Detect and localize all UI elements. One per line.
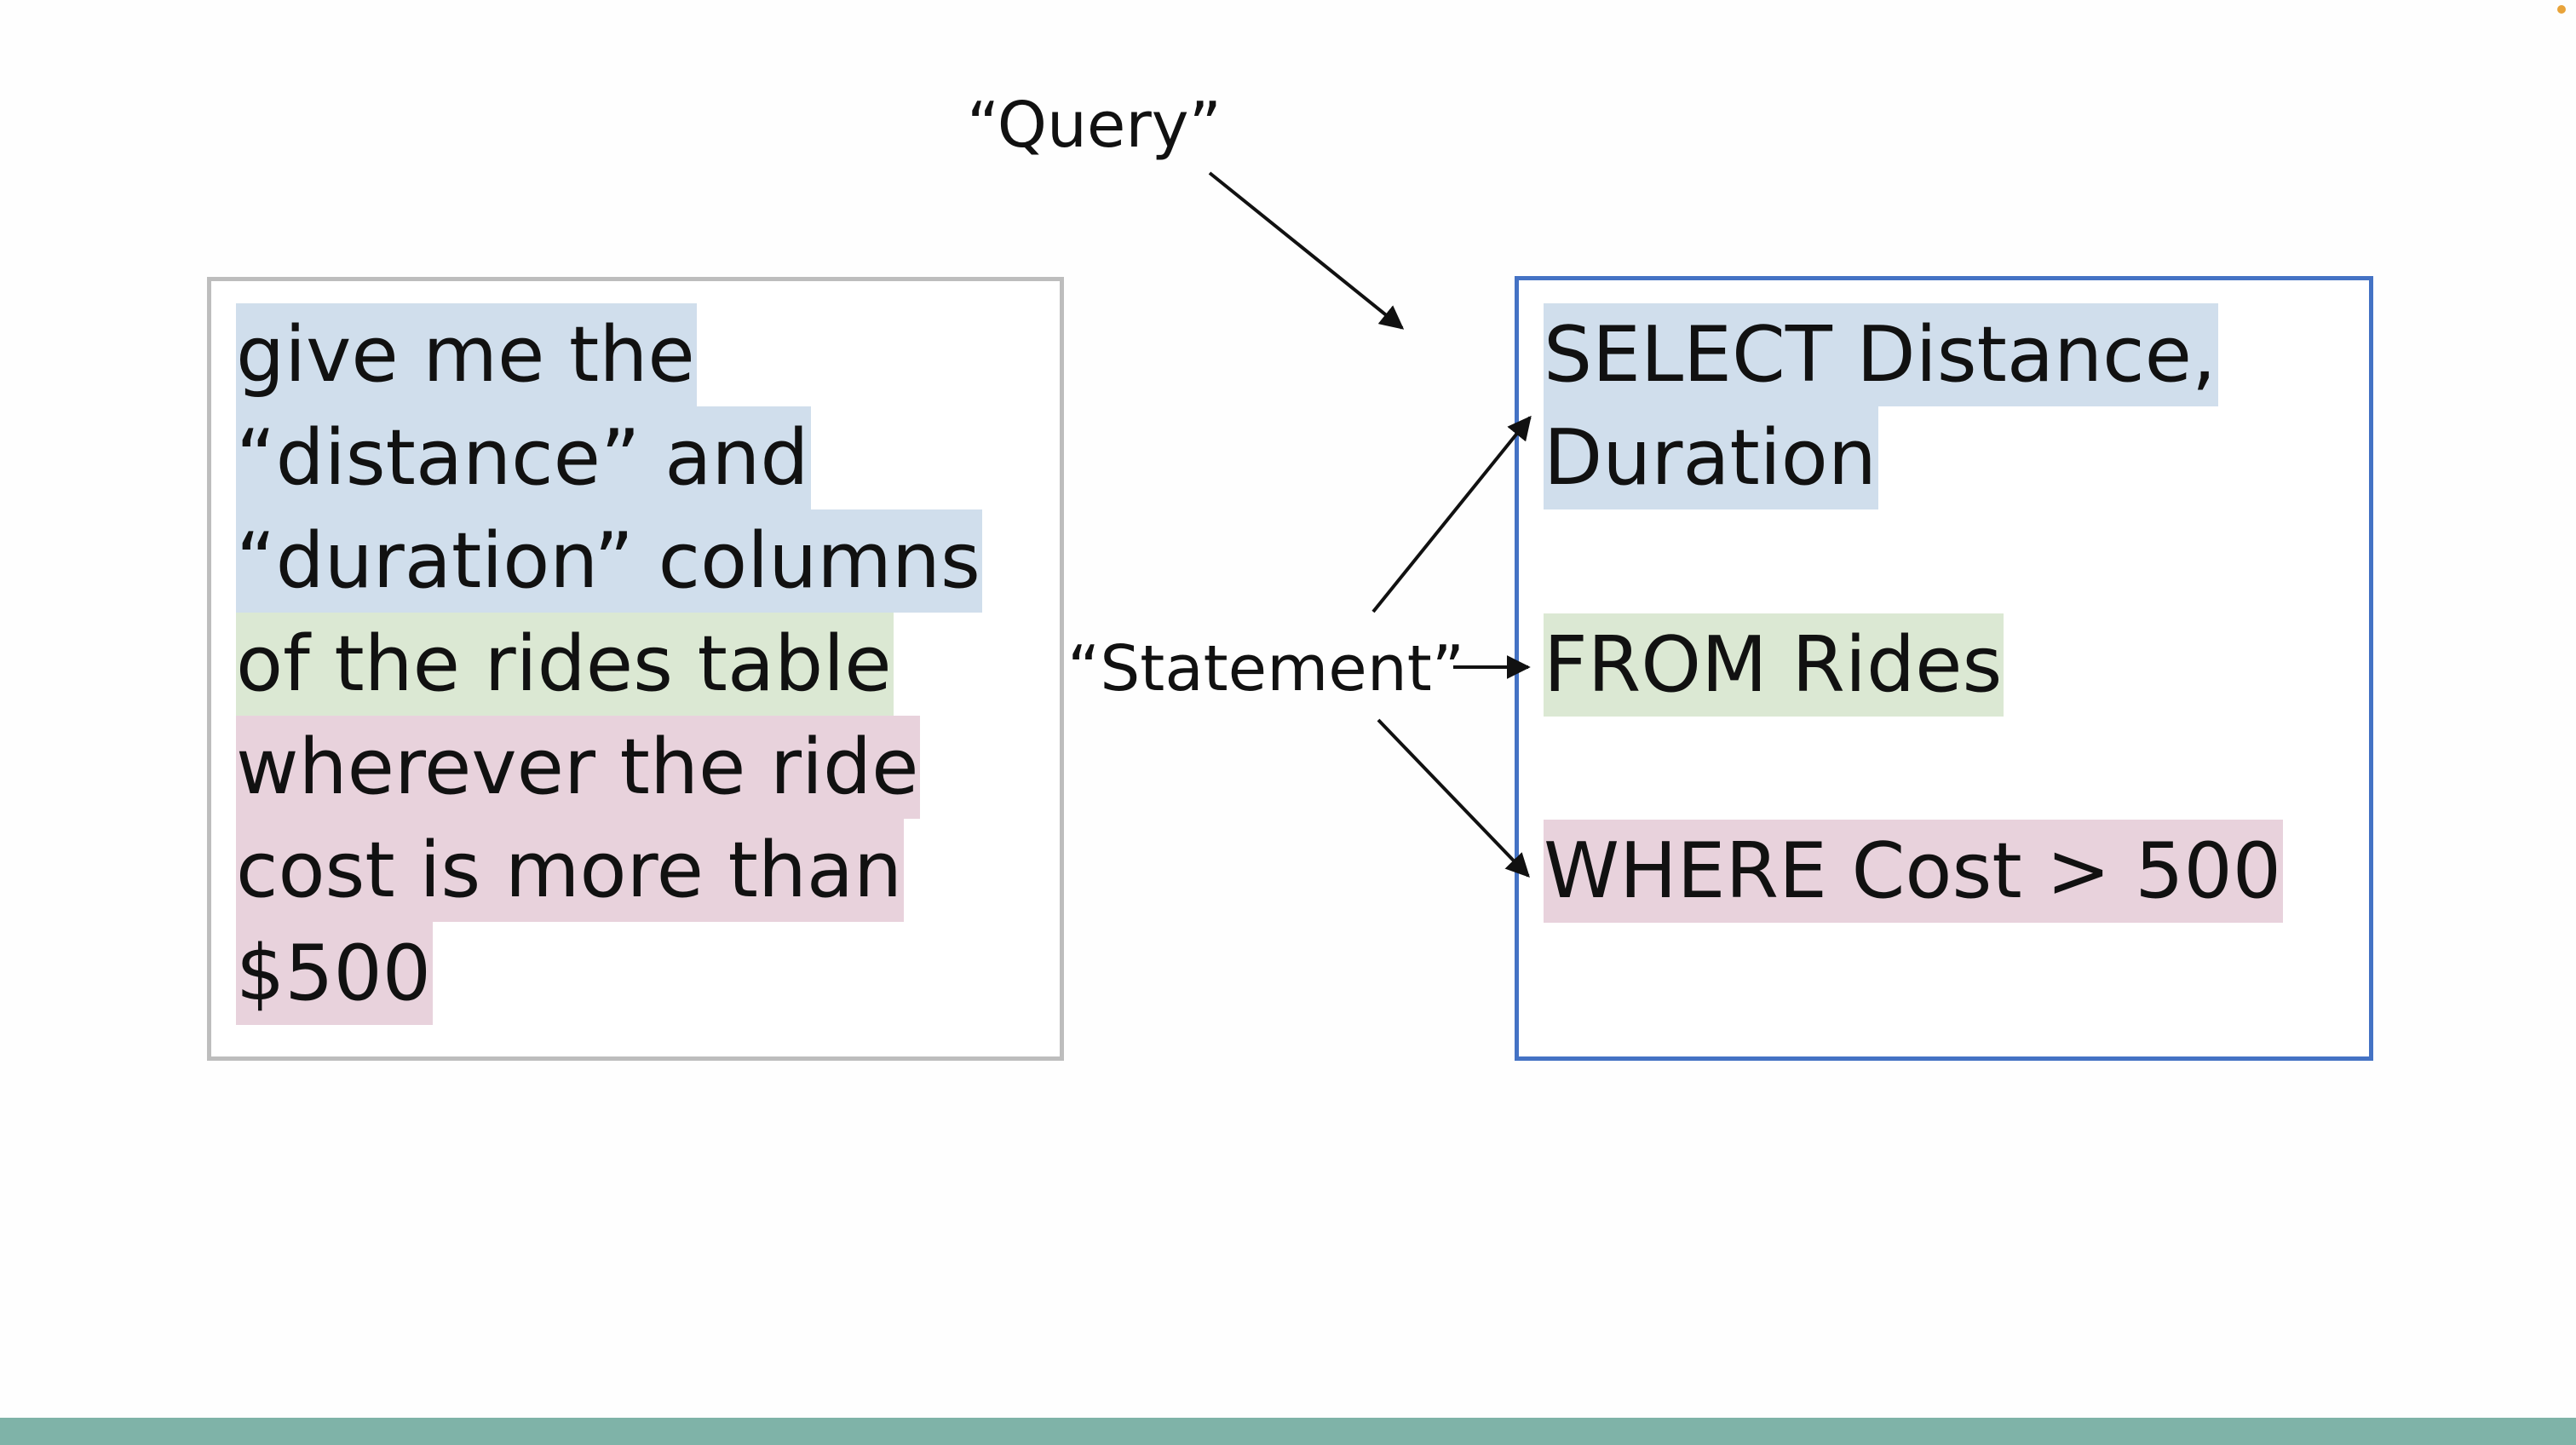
sql-where-line: WHERE Cost > 500 <box>1544 820 2284 923</box>
query-arrow <box>1208 171 1405 330</box>
sql-select-line-2: Duration <box>1544 406 1878 509</box>
query-label: “Query” <box>967 89 1222 162</box>
statement-to-select-arrow <box>1371 415 1532 613</box>
sql-from-line: FROM Rides <box>1544 613 2004 717</box>
sql-select-line-1: SELECT Distance, <box>1544 303 2218 406</box>
nl-line-5: wherever the ride <box>236 716 921 819</box>
nl-line-2: “distance” and <box>236 406 811 509</box>
statement-to-where-arrow <box>1377 718 1530 878</box>
bottom-bar <box>0 1418 2576 1445</box>
nl-line-1: give me the <box>236 303 697 406</box>
nl-line-7: $500 <box>236 922 434 1025</box>
statement-label: “Statement” <box>1067 632 1465 705</box>
nl-line-3: “duration” columns <box>236 509 982 613</box>
nl-line-4: of the rides table <box>236 613 894 716</box>
nl-line-6: cost is more than <box>236 819 905 922</box>
corner-dot <box>2557 5 2566 14</box>
